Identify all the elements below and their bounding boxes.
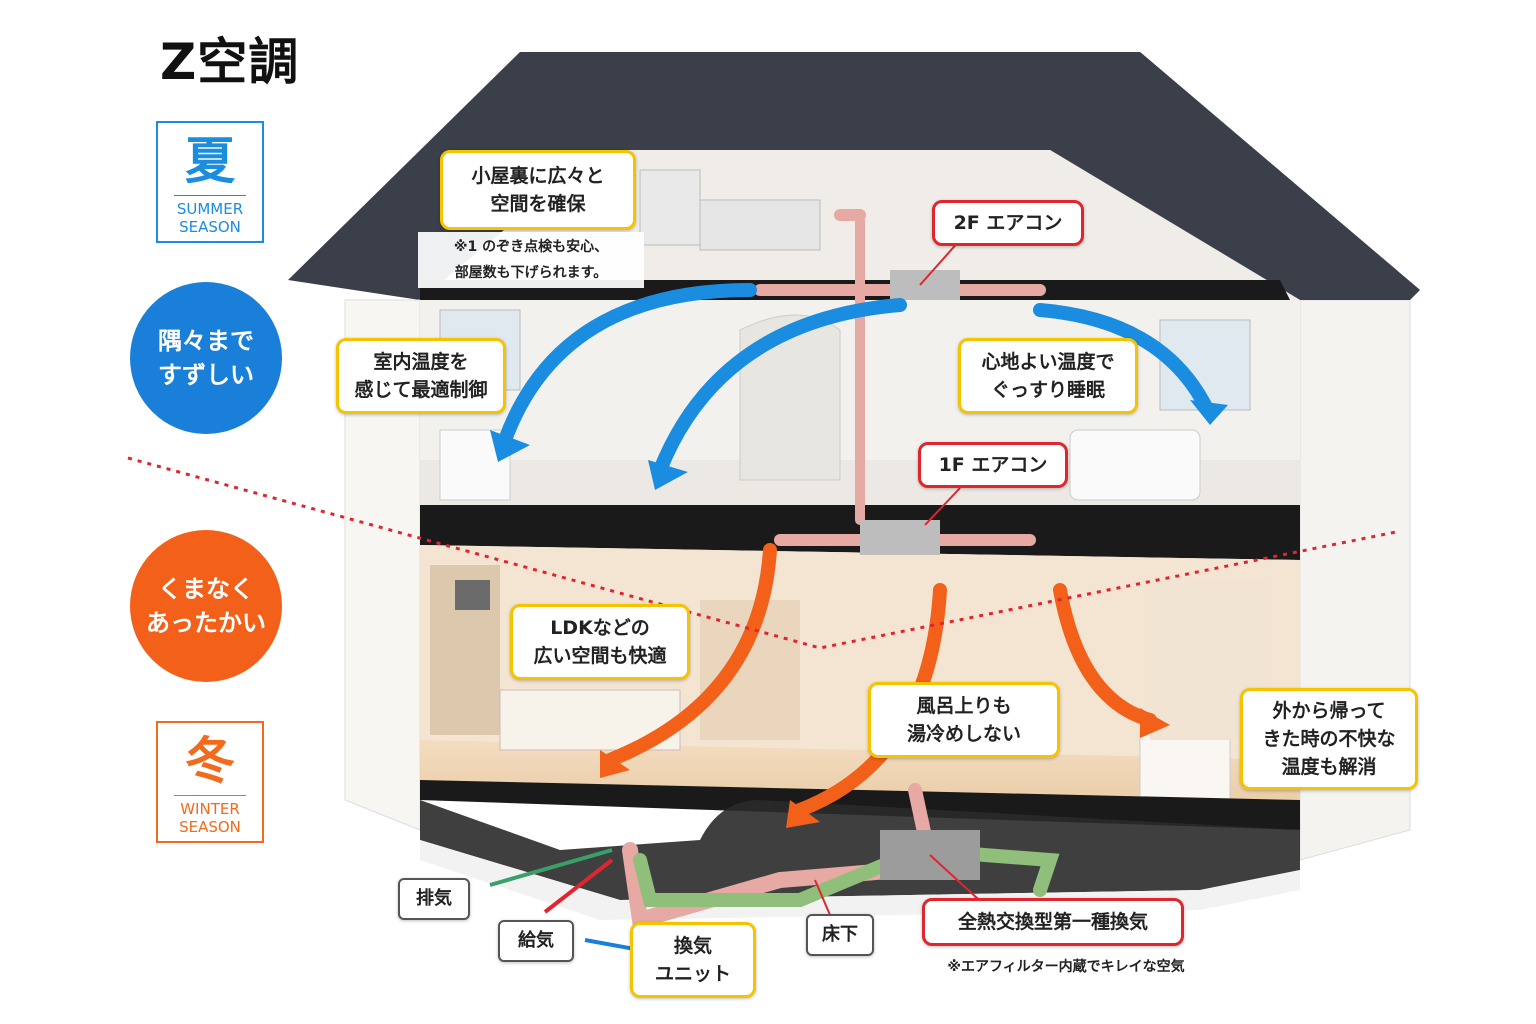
winter-season-label: 冬 WINTER SEASON bbox=[156, 721, 264, 843]
exhaust-label: 排気 bbox=[398, 878, 470, 920]
filter-note: ※エアフィルター内蔵でキレイな空気 bbox=[912, 952, 1220, 982]
attic-callout: 小屋裏に広々と 空間を確保 bbox=[440, 150, 636, 230]
summer-season-label: 夏 SUMMER SEASON bbox=[156, 121, 264, 243]
winter-en-line2: SEASON bbox=[179, 818, 241, 836]
page-title: Z空調 bbox=[160, 33, 300, 91]
cool-arrow-heads bbox=[490, 400, 1228, 490]
warm-badge: くまなく あったかい bbox=[130, 530, 282, 682]
ac-unit-1f bbox=[860, 520, 940, 555]
supply-label: 給気 bbox=[498, 920, 574, 962]
ac-1f-callout: 1F エアコン bbox=[918, 442, 1068, 488]
indoor-temp-callout: 室内温度を 感じて最適制御 bbox=[336, 338, 506, 414]
ldk-callout: LDKなどの 広い空間も快適 bbox=[510, 604, 690, 680]
winter-rule bbox=[174, 795, 246, 796]
ac-2f-callout: 2F エアコン bbox=[932, 200, 1084, 246]
ventilation-unit-callout: 換気 ユニット bbox=[630, 922, 756, 998]
winter-kanji: 冬 bbox=[185, 732, 235, 790]
leader-lines bbox=[814, 239, 991, 916]
sleep-callout: 心地よい温度で ぐっすり睡眠 bbox=[958, 338, 1138, 414]
bath-callout: 風呂上りも 湯冷めしない bbox=[868, 682, 1060, 758]
cool-airflow-arrows bbox=[498, 283, 1212, 477]
cool-badge: 隅々まで すずしい bbox=[130, 282, 282, 434]
summer-en-line1: SUMMER bbox=[176, 200, 244, 218]
attic-note: ※1 のぞき点検も安心、 部屋数も下げられます。 bbox=[418, 232, 644, 288]
summer-rule bbox=[174, 195, 246, 196]
ventilation-type-callout: 全熱交換型第一種換気 bbox=[922, 898, 1184, 946]
attic-unit bbox=[699, 199, 821, 251]
summer-kanji: 夏 bbox=[185, 132, 235, 190]
outside-callout: 外から帰って きた時の不快な 温度も解消 bbox=[1240, 688, 1418, 790]
underfloor-label: 床下 bbox=[806, 914, 874, 956]
attic-shelf bbox=[639, 169, 701, 246]
winter-en-line1: WINTER bbox=[180, 800, 240, 818]
summer-en-line2: SEASON bbox=[179, 218, 241, 236]
warm-arrow-heads bbox=[600, 708, 1170, 828]
ac-unit-2f bbox=[890, 270, 960, 300]
